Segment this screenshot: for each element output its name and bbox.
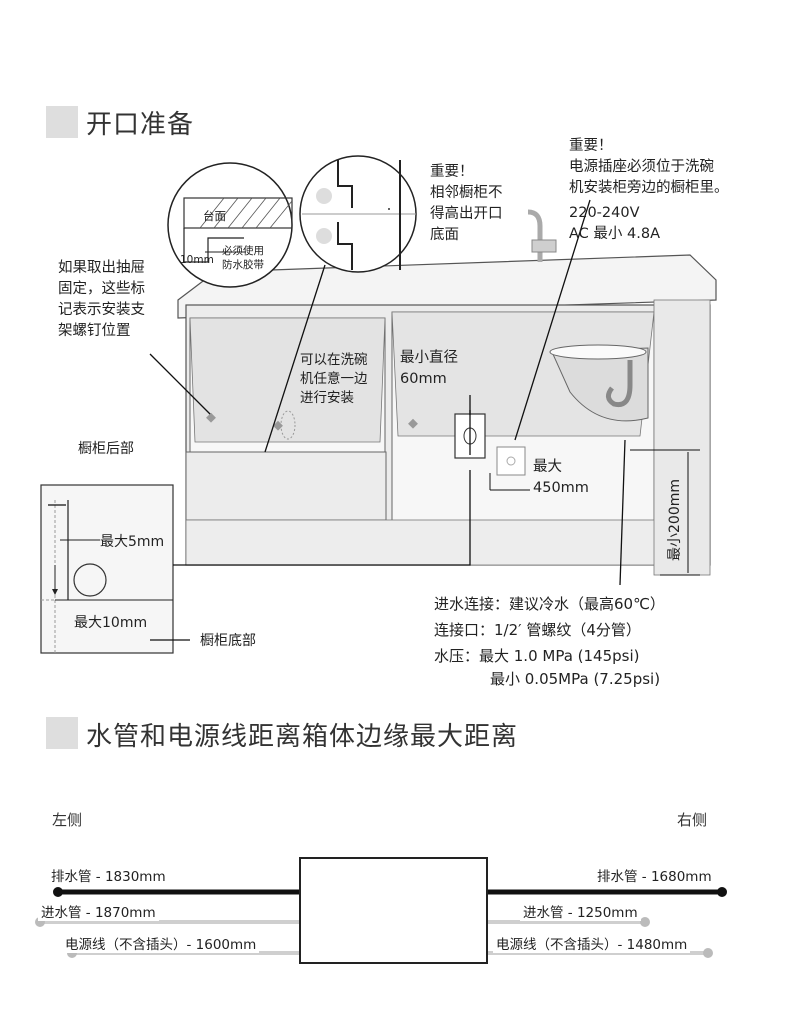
dishwasher-box [299, 857, 488, 964]
section-marker [46, 717, 78, 749]
spec-pressure-min: 最小 0.05MPa (7.25psi) [490, 670, 661, 688]
plinth [185, 519, 657, 566]
right-inlet-label: 进水管 - 1250mm [520, 901, 641, 921]
spec-connector: 连接口：1/2′ 管螺纹（4分管） [434, 621, 641, 639]
note-min-diameter: 最小直径 60mm [400, 350, 458, 387]
drain-trap [606, 360, 633, 408]
note-power-body: 电源插座必须位于洗碗 机安装柜旁边的橱柜里。 [569, 159, 729, 196]
power-socket [496, 446, 526, 476]
note-power-title: 重要！ [569, 138, 613, 154]
note-either-side: 可以在洗碗 机任意一边 进行安装 [300, 352, 368, 406]
note-max450: 最大 450mm [533, 459, 589, 496]
label-max10: 最大10mm [74, 615, 148, 631]
note-drawer: 如果取出抽屉 固定，这些标 记表示安装支 架螺钉位置 [58, 260, 145, 339]
section-marker [46, 106, 78, 138]
label-cabinet-back: 橱柜后部 [78, 441, 134, 457]
label-min200: 最小200mm [667, 479, 683, 561]
section-title-distances: 水管和电源线距离箱体边缘最大距离 [86, 722, 519, 752]
note-power-spec: 220-240V AC 最小 4.8A [569, 205, 660, 242]
right-drain-label: 排水管 - 1680mm [594, 865, 715, 885]
left-drain-label: 排水管 - 1830mm [48, 865, 169, 885]
spec-pressure-max: 水压：最大 1.0 MPa (145psi) [434, 647, 640, 665]
label-max5: 最大5mm [100, 534, 165, 550]
section-title-opening: 开口准备 [86, 110, 195, 140]
right-power-label: 电源线（不含插头）- 1480mm [493, 933, 691, 953]
faucet [527, 209, 543, 262]
left-power-label: 电源线（不含插头）- 1600mm [62, 933, 260, 953]
back-bottom-detail [40, 484, 174, 654]
drawer [185, 451, 387, 521]
left-inlet-label: 进水管 - 1870mm [38, 901, 159, 921]
label-countertop: 台面 [203, 209, 226, 223]
label-gap: 10mm [180, 254, 214, 266]
right-side-label: 右侧 [677, 811, 708, 829]
label-tape: 必须使用 防水胶带 [222, 245, 264, 271]
spec-inlet: 进水连接：建议冷水（最高60℃） [434, 595, 665, 613]
label-cabinet-bottom: 橱柜底部 [200, 633, 256, 649]
note-adjacent: 重要！ 相邻橱柜不 得高出开口 底面 [430, 164, 503, 243]
left-side-label: 左侧 [52, 811, 83, 829]
